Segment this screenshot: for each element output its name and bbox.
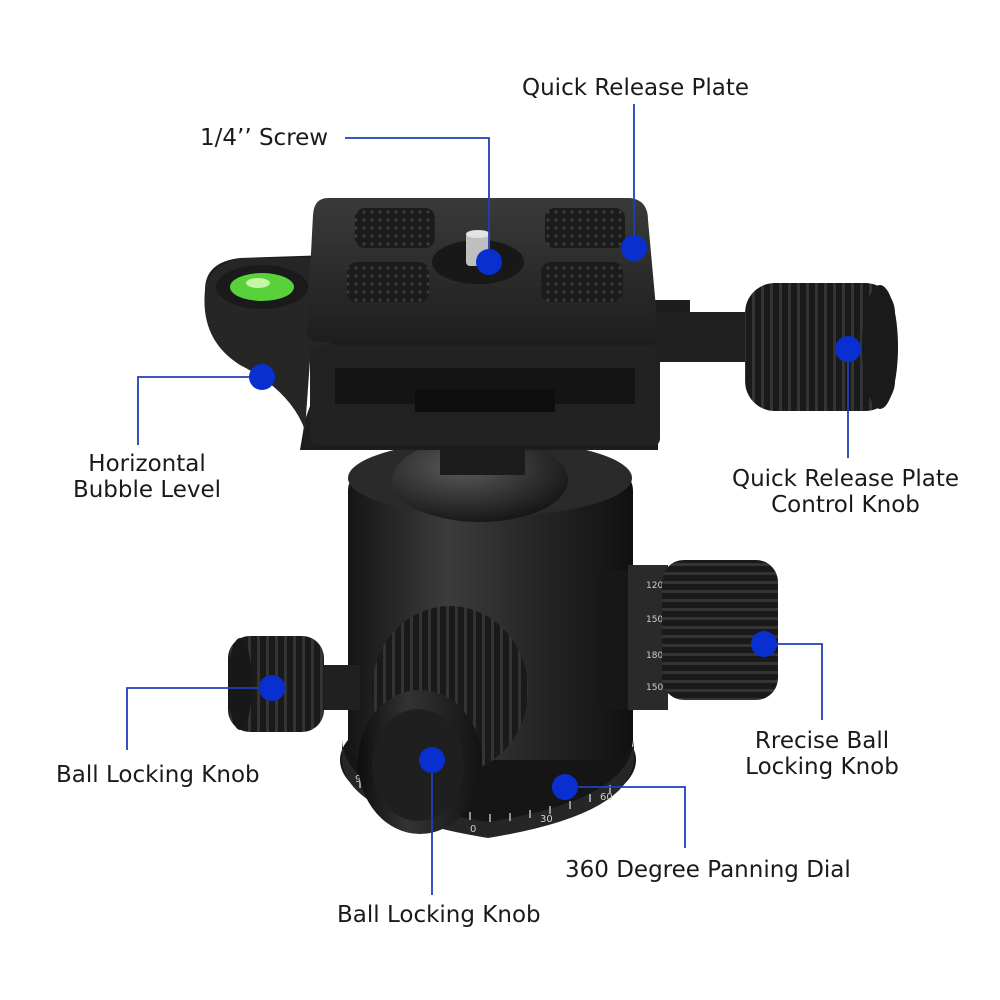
- plate-grip-pad-1: [355, 208, 435, 248]
- label-bubble-level: Horizontal Bubble Level: [72, 451, 222, 503]
- left-knob-face: [228, 638, 252, 730]
- label-plate-control-knob: Quick Release Plate Control Knob: [728, 466, 963, 518]
- marker-front-knob: [419, 747, 445, 773]
- screw-top: [466, 230, 490, 238]
- label-bubble-level-line2: Bubble Level: [72, 477, 222, 503]
- leader-precise-knob: [764, 643, 823, 720]
- dial-number-0: 0: [470, 824, 476, 835]
- markers: [249, 235, 861, 800]
- plate-grip-pad-4: [541, 262, 623, 302]
- marker-precise-knob: [751, 631, 777, 657]
- leader-screw: [345, 137, 490, 262]
- label-ball-locking-knob-bottom: Ball Locking Knob: [337, 902, 541, 928]
- label-plate-knob-line1: Quick Release Plate: [731, 466, 960, 492]
- front-knob-face: [372, 709, 464, 821]
- marker-quick-release-plate: [621, 235, 647, 261]
- side-dial-number-2: 150: [646, 615, 663, 625]
- plate-grip-pad-2: [545, 208, 625, 248]
- clamp-slot-lower: [415, 390, 555, 412]
- label-precise-knob-line2: Locking Knob: [745, 754, 899, 780]
- marker-panning-dial: [552, 774, 578, 800]
- leader-lines: [126, 104, 849, 895]
- marker-screw: [476, 249, 502, 275]
- leader-panning-dial: [565, 786, 686, 848]
- dial-number-30: 30: [540, 814, 553, 825]
- precise-locking-knob: [662, 560, 778, 700]
- dial-number-60: 60: [600, 792, 613, 803]
- label-quick-release-plate: Quick Release Plate: [522, 75, 750, 101]
- bubble-level-bubble: [246, 278, 270, 288]
- label-bubble-level-line1: Horizontal: [88, 451, 206, 477]
- plate-knob-face: [862, 285, 898, 409]
- marker-bubble-level: [249, 364, 275, 390]
- side-dial-number-1: 120: [646, 581, 663, 591]
- marker-left-knob: [259, 675, 285, 701]
- label-plate-knob-line2: Control Knob: [771, 492, 920, 518]
- plate-knob-shaft: [655, 312, 755, 362]
- side-knob-scale: [628, 565, 668, 710]
- marker-plate-knob: [835, 336, 861, 362]
- label-panning-dial: 360 Degree Panning Dial: [565, 857, 851, 883]
- leader-bubble-level: [137, 376, 262, 445]
- label-precise-locking-knob: Rrecise Ball Locking Knob: [742, 728, 902, 780]
- side-dial-number-3: 180: [646, 651, 663, 661]
- plate-grip-pad-3: [347, 262, 429, 302]
- label-screw: 1/4’’ Screw: [200, 125, 329, 151]
- label-ball-locking-knob-left: Ball Locking Knob: [56, 762, 260, 788]
- side-dial-number-4: 150: [646, 683, 663, 693]
- leader-left-knob: [126, 687, 272, 750]
- plate-control-knob: [745, 283, 895, 411]
- label-precise-knob-line1: Rrecise Ball: [754, 728, 890, 754]
